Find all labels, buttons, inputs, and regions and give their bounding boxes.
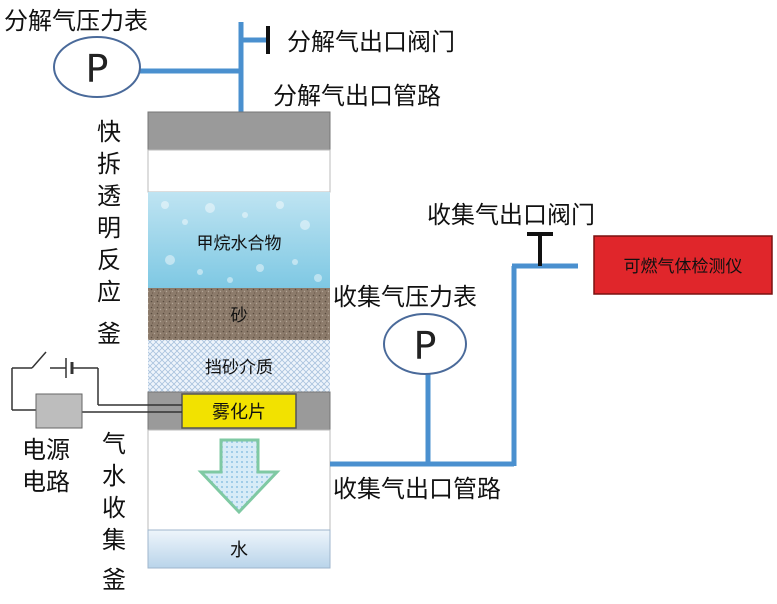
tank-label: 气 水 收 集 釜 bbox=[102, 430, 126, 594]
collect-gauge-symbol: P bbox=[414, 324, 437, 368]
hydrate-layer bbox=[148, 192, 330, 288]
reactor-label: 快 拆 透 明 反 应 釜 bbox=[97, 118, 121, 348]
sand-barrier-label: 挡砂介质 bbox=[205, 358, 273, 378]
svg-text:快: 快 bbox=[97, 118, 121, 146]
switch-icon bbox=[31, 351, 47, 369]
svg-text:集: 集 bbox=[102, 526, 126, 554]
atomizer-label: 雾化片 bbox=[212, 402, 266, 423]
power-circuit bbox=[11, 351, 182, 429]
svg-text:水: 水 bbox=[102, 462, 126, 490]
svg-text:透: 透 bbox=[97, 182, 121, 210]
gas-detector-label: 可燃气体检测仪 bbox=[624, 257, 743, 277]
svg-text:应: 应 bbox=[97, 278, 121, 306]
svg-text:拆: 拆 bbox=[97, 150, 121, 178]
decomp-gauge-label: 分解气压力表 bbox=[4, 7, 148, 35]
collect-gas-outlet-pipe bbox=[330, 263, 578, 467]
sand-label: 砂 bbox=[231, 306, 248, 326]
reactor-headspace bbox=[147, 149, 331, 193]
decomp-gauge-symbol: P bbox=[86, 47, 109, 91]
collect-pipe-label: 收集气出口管路 bbox=[333, 475, 501, 503]
atomizer-plate bbox=[181, 393, 297, 429]
collect-gas-valve-icon bbox=[527, 232, 553, 266]
svg-text:釜: 釜 bbox=[97, 320, 121, 348]
power-label-line1: 电源 bbox=[22, 436, 70, 464]
gas-detector: 可燃气体检测仪 bbox=[593, 235, 773, 295]
power-label-line2: 电路 bbox=[22, 468, 70, 496]
sand-layer bbox=[148, 288, 330, 340]
svg-text:气: 气 bbox=[102, 430, 126, 458]
hydrate-label: 甲烷水合物 bbox=[197, 234, 282, 254]
decomp-pressure-gauge: P bbox=[53, 36, 141, 98]
svg-text:反: 反 bbox=[97, 246, 121, 274]
water-layer bbox=[147, 529, 331, 569]
power-supply-box bbox=[35, 393, 83, 429]
flow-down-arrow-icon bbox=[197, 438, 281, 515]
reactor-column: 甲烷水合物 砂 挡砂介质 雾化片 bbox=[147, 111, 331, 431]
decomp-valve-label: 分解气出口阀门 bbox=[287, 28, 455, 56]
svg-text:釜: 釜 bbox=[102, 566, 126, 594]
sand-barrier-layer bbox=[148, 340, 330, 392]
collection-tank: 水 bbox=[147, 429, 331, 569]
decomp-gas-outlet-pipe bbox=[140, 22, 268, 112]
decomp-pipe-label: 分解气出口管路 bbox=[273, 82, 441, 110]
water-label: 水 bbox=[230, 540, 248, 561]
collect-pressure-gauge: P bbox=[383, 313, 467, 375]
reactor-top-cap bbox=[147, 111, 331, 151]
svg-text:明: 明 bbox=[97, 214, 121, 242]
collect-valve-label: 收集气出口阀门 bbox=[427, 201, 595, 229]
svg-text:收: 收 bbox=[102, 494, 126, 522]
collect-gauge-label: 收集气压力表 bbox=[333, 283, 477, 311]
